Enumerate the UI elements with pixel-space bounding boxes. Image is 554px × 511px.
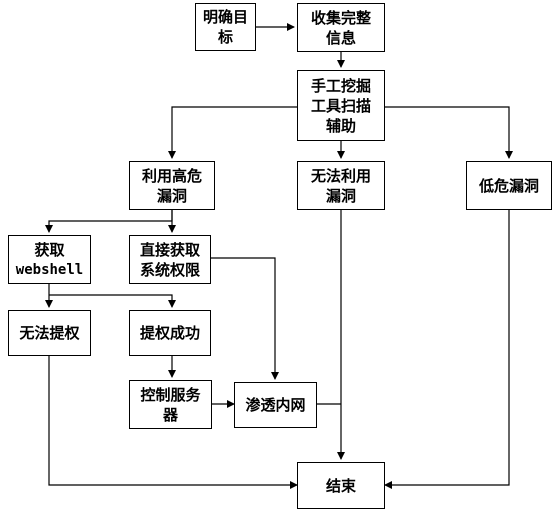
node-pivot-intranet: 渗透内网 [234, 382, 317, 428]
node-control-label-1: 控制服务 [140, 385, 201, 404]
node-collect-info: 收集完整 信息 [297, 3, 385, 52]
node-unusable: 无法利用 漏洞 [297, 161, 385, 210]
arrow-webshell-to-escalate-ok [49, 294, 176, 308]
node-control-server: 控制服务 器 [129, 380, 212, 429]
node-unusable-label-1: 无法利用 [310, 166, 371, 185]
node-goal: 明确目标 [195, 3, 256, 51]
node-goal-label: 明确目标 [202, 8, 248, 46]
node-high-label-2: 漏洞 [156, 186, 187, 205]
node-tools-label-2: 工具扫描 [310, 96, 371, 115]
node-webshell-label-1: 获取 [34, 240, 65, 259]
node-unusable-label-2: 漏洞 [325, 186, 356, 205]
arrow-no-escalate-to-end [48, 356, 298, 489]
node-end: 结束 [297, 462, 385, 509]
node-high-label-1: 利用高危 [141, 166, 202, 185]
arrow-tools-to-high [168, 106, 297, 159]
node-manual-tools: 手工挖掘 工具扫描 辅助 [297, 70, 385, 141]
node-webshell-label-2: webshell [15, 261, 84, 278]
node-collect-label-2: 信息 [325, 28, 356, 47]
arrow-low-to-end [384, 210, 510, 489]
node-collect-label-1: 收集完整 [310, 8, 371, 27]
node-high-risk: 利用高危 漏洞 [129, 161, 215, 210]
node-end-label: 结束 [325, 476, 356, 495]
node-pivot-label: 渗透内网 [245, 396, 306, 414]
node-low-label: 低危漏洞 [478, 176, 539, 195]
node-escalate-ok-label: 提权成功 [139, 324, 200, 342]
node-no-escalate-label: 无法提权 [19, 324, 80, 342]
node-escalate-ok: 提权成功 [129, 310, 211, 356]
node-no-escalate: 无法提权 [8, 310, 91, 356]
node-tools-label-1: 手工挖掘 [310, 76, 371, 95]
node-low-risk: 低危漏洞 [466, 161, 552, 210]
arrow-direct-to-pivot [211, 257, 279, 380]
node-webshell: 获取 webshell [8, 235, 91, 284]
arrow-high-to-webshell [45, 210, 173, 233]
node-direct-label-1: 直接获取 [139, 240, 200, 259]
node-control-label-2: 器 [162, 405, 178, 424]
node-direct-privilege: 直接获取 系统权限 [129, 235, 211, 284]
arrow-tools-to-low [385, 106, 513, 159]
node-direct-label-2: 系统权限 [139, 260, 200, 279]
node-tools-label-3: 辅助 [325, 116, 356, 135]
